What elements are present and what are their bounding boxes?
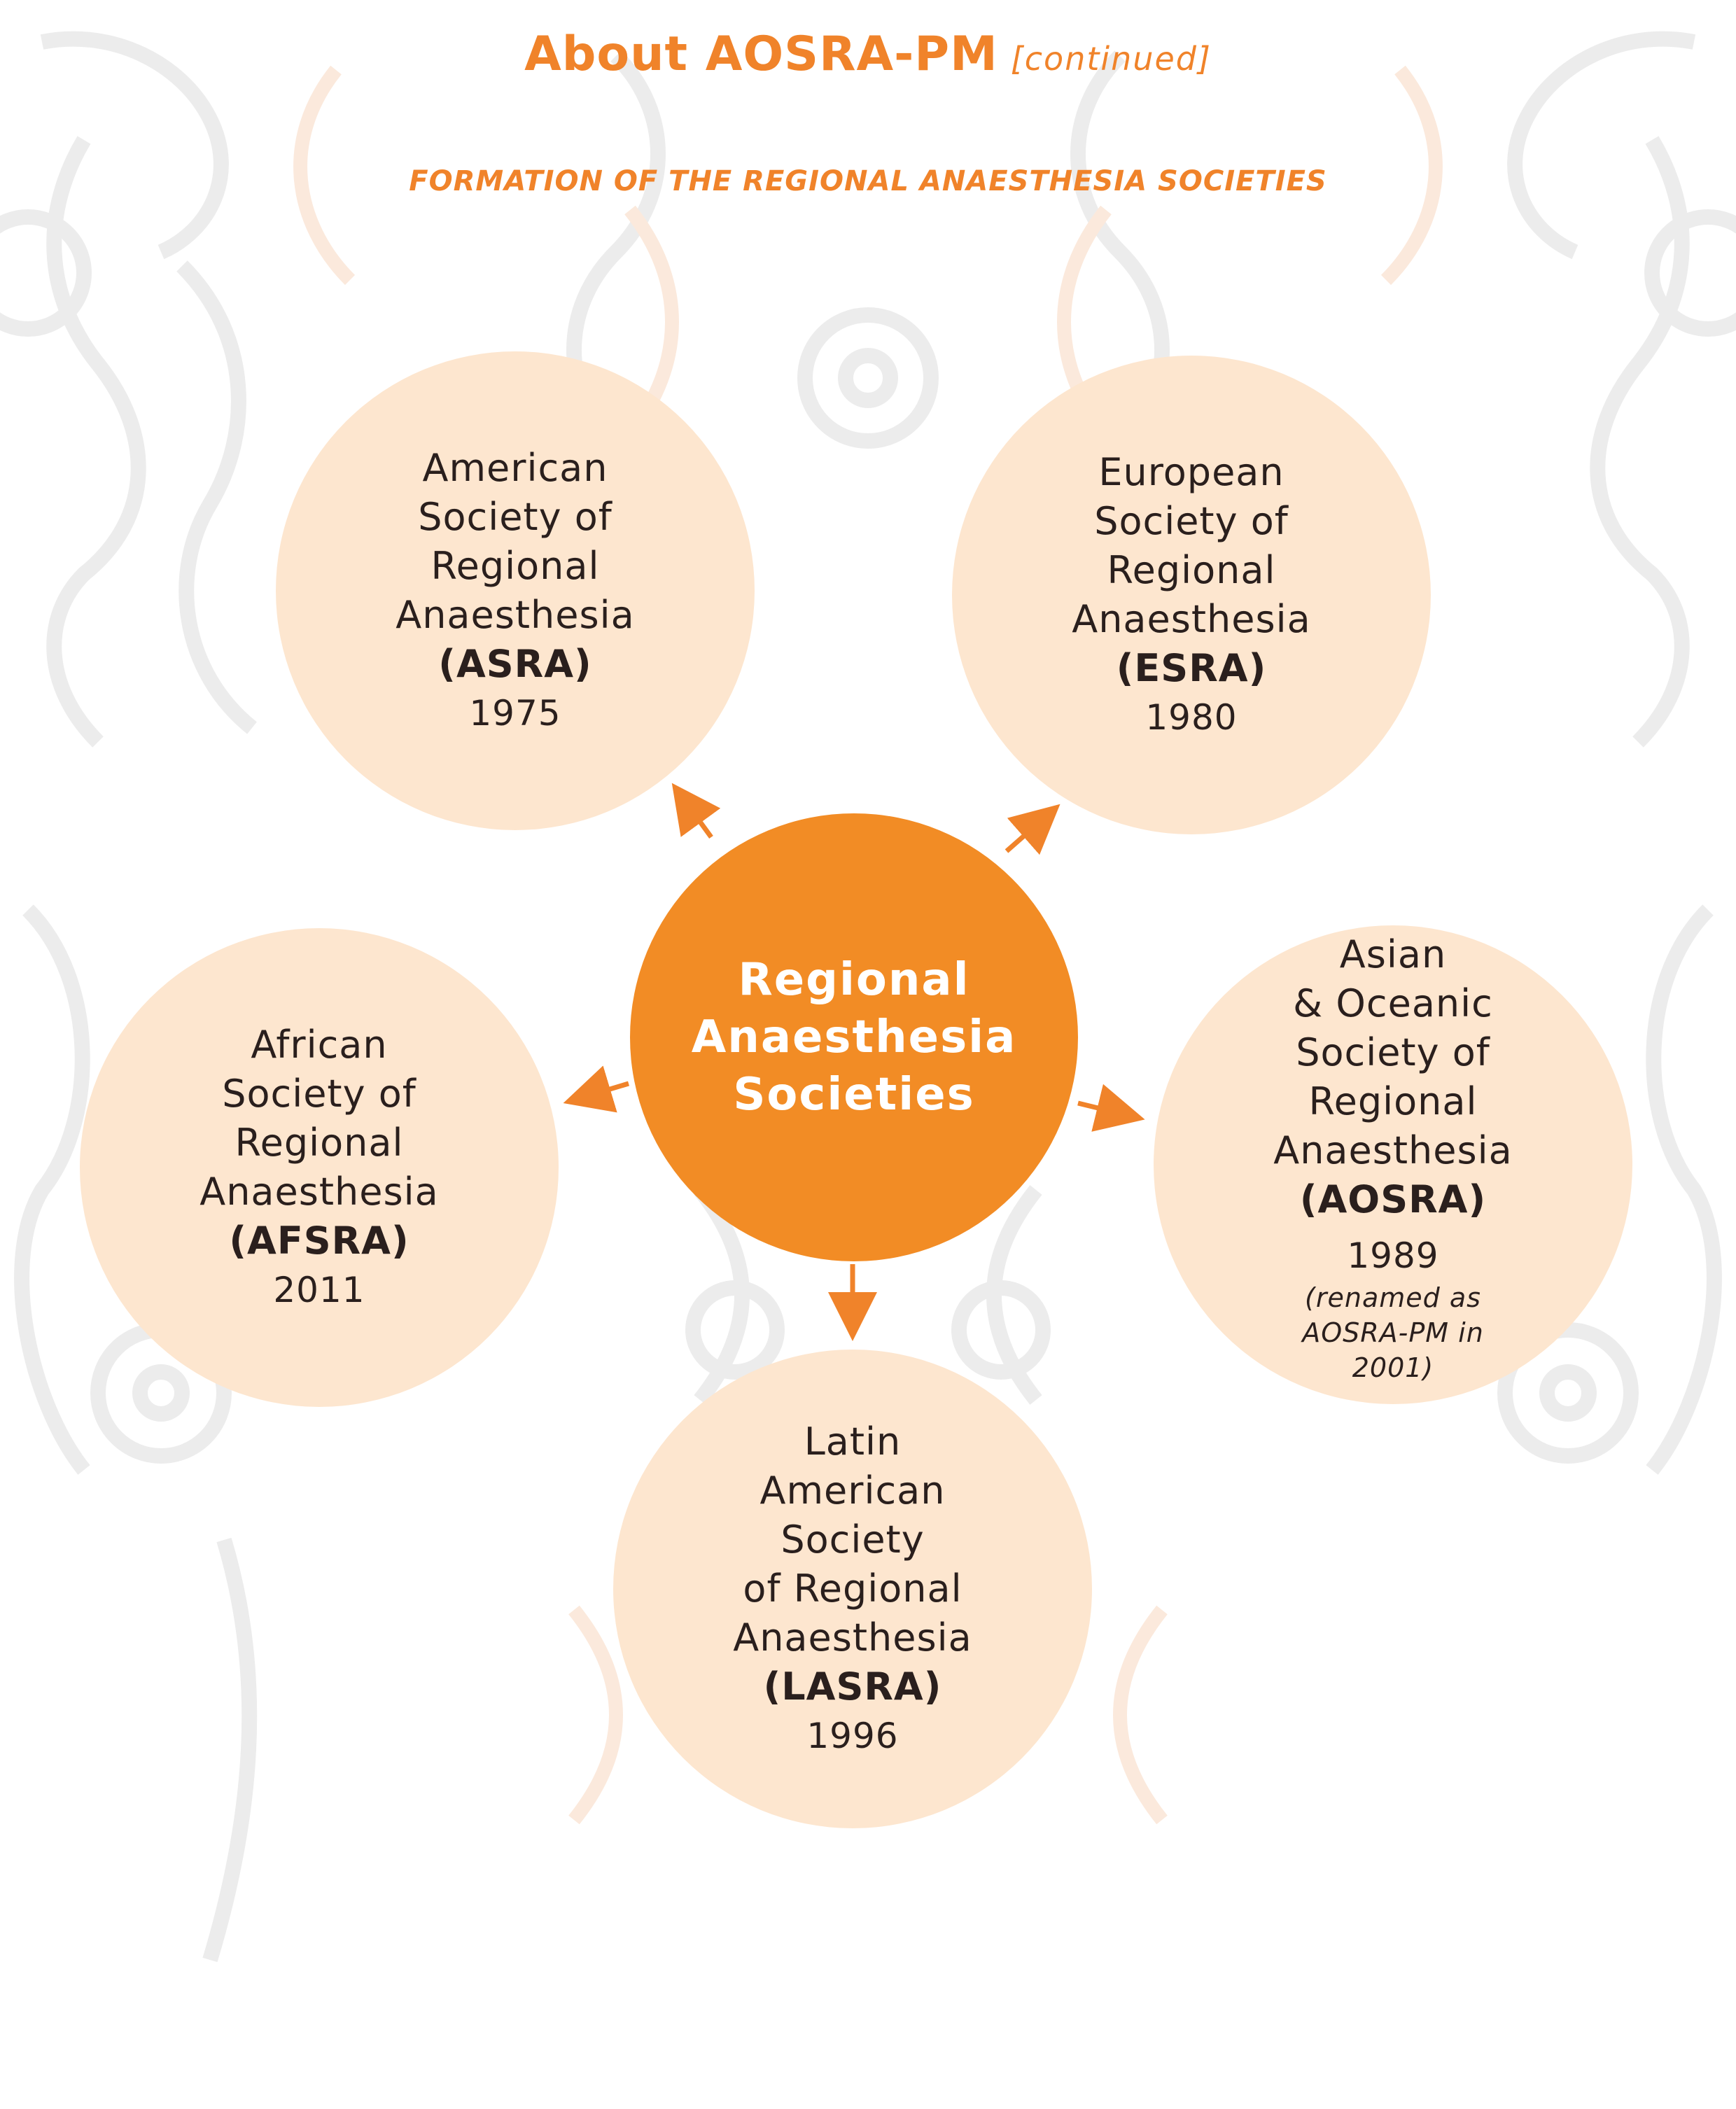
page-subtitle: FORMATION OF THE REGIONAL ANAESTHESIA SO… <box>409 165 1327 197</box>
page-title-suffix: [continued] <box>1010 40 1212 78</box>
society-name: European Society of Regional Anaesthesia <box>1072 450 1311 641</box>
society-name: Asian & Oceanic Society of Regional Anae… <box>1273 932 1513 1172</box>
society-circle-esra: European Society of Regional Anaesthesia… <box>952 356 1431 834</box>
society-year: 1996 <box>806 1716 899 1756</box>
society-circle-aosra: Asian & Oceanic Society of Regional Anae… <box>1154 925 1632 1404</box>
center-label: Regional Anaesthesia Societies <box>691 954 1017 1121</box>
society-circle-lasra: Latin American Society of Regional Anaes… <box>613 1350 1092 1828</box>
society-name: American Society of Regional Anaesthesia <box>396 446 635 637</box>
page-title-main: About AOSRA-PM <box>524 27 998 82</box>
society-year: 2011 <box>273 1270 365 1310</box>
society-name: African Society of Regional Anaesthesia <box>200 1023 439 1214</box>
society-name: Latin American Society of Regional Anaes… <box>733 1420 972 1660</box>
society-abbr: (LASRA) <box>763 1665 942 1709</box>
society-abbr: (ESRA) <box>1116 646 1267 690</box>
society-year: 1989 <box>1347 1235 1439 1276</box>
page-title: About AOSRA-PM [continued] <box>0 27 1736 82</box>
arrow-to-afsra <box>563 1065 630 1113</box>
center-circle: Regional Anaesthesia Societies <box>630 813 1078 1261</box>
arrow-to-esra <box>1004 804 1060 855</box>
society-abbr: (AFSRA) <box>229 1219 410 1263</box>
society-note: (renamed as AOSRA-PM in 2001) <box>1302 1282 1484 1383</box>
society-year: 1980 <box>1145 697 1238 738</box>
society-abbr: (ASRA) <box>438 642 592 686</box>
arrow-to-asra <box>671 783 721 839</box>
society-year: 1975 <box>469 693 561 734</box>
arrow-to-aosra <box>1077 1084 1145 1132</box>
society-abbr: (AOSRA) <box>1299 1177 1487 1221</box>
society-circle-afsra: African Society of Regional Anaesthesia … <box>80 928 559 1407</box>
society-circle-asra: American Society of Regional Anaesthesia… <box>276 351 755 830</box>
